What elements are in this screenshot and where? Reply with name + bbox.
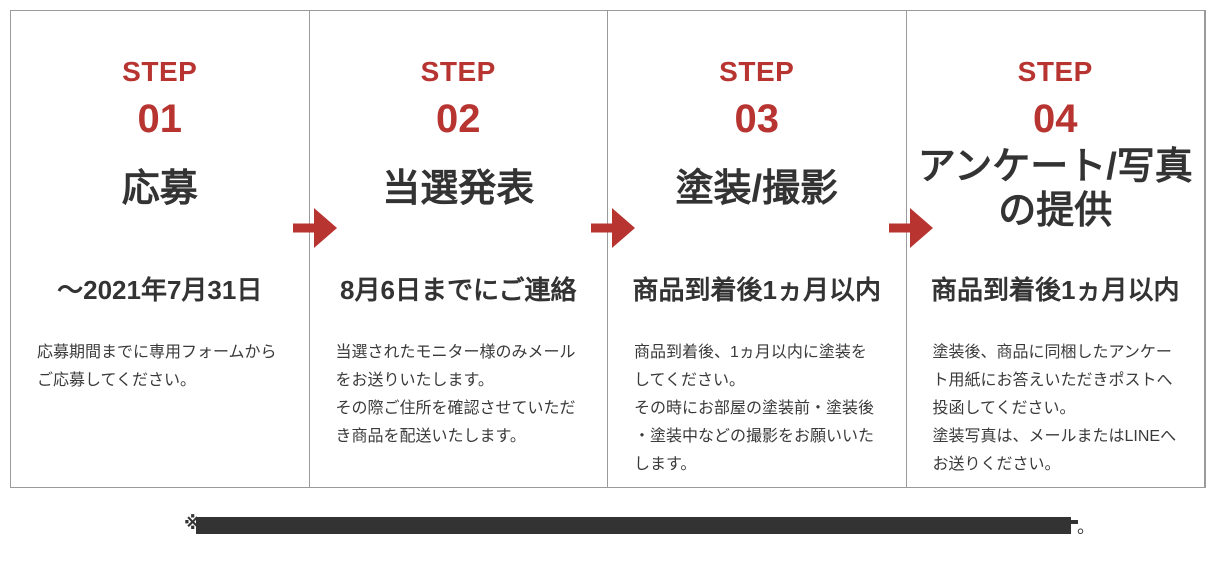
step-column-02: STEP 02 当選発表 8月6日までにご連絡 当選されたモニター様のみメール … — [310, 11, 608, 487]
step-number: 04 — [1033, 97, 1078, 141]
step-number: 03 — [734, 97, 780, 141]
step-deadline-wrap: 商品到着後1ヵ月以内 — [907, 261, 1205, 315]
redaction-bar — [196, 517, 1071, 534]
step-title-wrap: 塗装/撮影 — [608, 141, 906, 237]
step-description: 塗装後、商品に同梱したアンケー ト用紙にお答えいただきポストへ 投函してください… — [932, 344, 1177, 473]
step-description: 応募期間までに専用フォームから ご応募してください。 — [37, 344, 277, 389]
step-title-wrap: 当選発表 — [310, 141, 608, 237]
step-title: 応募 — [121, 167, 198, 210]
step-label: STEP — [1017, 56, 1093, 87]
step-deadline-wrap: 商品到着後1ヵ月以内 — [608, 261, 906, 315]
step-title: アンケート/写真 の提供 — [917, 145, 1193, 232]
step-deadline: 商品到着後1ヵ月以内 — [632, 274, 881, 305]
footnote-suffix: 。 — [1077, 517, 1095, 537]
step-description: 当選されたモニター様のみメール をお送りいたします。 その際ご住所を確認させてい… — [335, 344, 576, 445]
step-label: STEP — [719, 56, 795, 87]
step-deadline: 8月6日までにご連絡 — [340, 274, 577, 305]
step-column-01: STEP 01 応募 ～2021年7月31日 応募期間までに専用フォームから ご… — [11, 11, 310, 487]
step-label: STEP — [122, 56, 198, 87]
step-column-03: STEP 03 塗装/撮影 商品到着後1ヵ月以内 商品到着後、1ヵ月以内に塗装を… — [608, 11, 907, 487]
redacted-glyph-remnant — [1071, 520, 1078, 524]
arrow-right-icon — [889, 208, 933, 248]
footnote: ※ 。 — [0, 500, 1216, 550]
arrow-right-icon — [591, 208, 635, 248]
step-label: STEP — [420, 56, 496, 87]
steps-table: STEP 01 応募 ～2021年7月31日 応募期間までに専用フォームから ご… — [10, 10, 1206, 488]
step-title: 当選発表 — [382, 167, 535, 210]
step-deadline-wrap: ～2021年7月31日 — [11, 261, 309, 315]
step-title: 塗装/撮影 — [675, 167, 839, 210]
step-number: 02 — [436, 97, 481, 141]
step-deadline: 商品到着後1ヵ月以内 — [931, 274, 1180, 305]
step-column-04: STEP 04 アンケート/写真 の提供 商品到着後1ヵ月以内 塗装後、商品に同… — [907, 11, 1205, 487]
step-deadline-wrap: 8月6日までにご連絡 — [310, 261, 608, 315]
step-number: 01 — [137, 97, 183, 141]
step-title-wrap: アンケート/写真 の提供 — [907, 141, 1205, 237]
step-title-wrap: 応募 — [11, 141, 309, 237]
arrow-right-icon — [293, 208, 337, 248]
step-deadline: ～2021年7月31日 — [57, 274, 263, 305]
step-description: 商品到着後、1ヵ月以内に塗装を してください。 その時にお部屋の塗装前・塗装後 … — [634, 344, 875, 473]
